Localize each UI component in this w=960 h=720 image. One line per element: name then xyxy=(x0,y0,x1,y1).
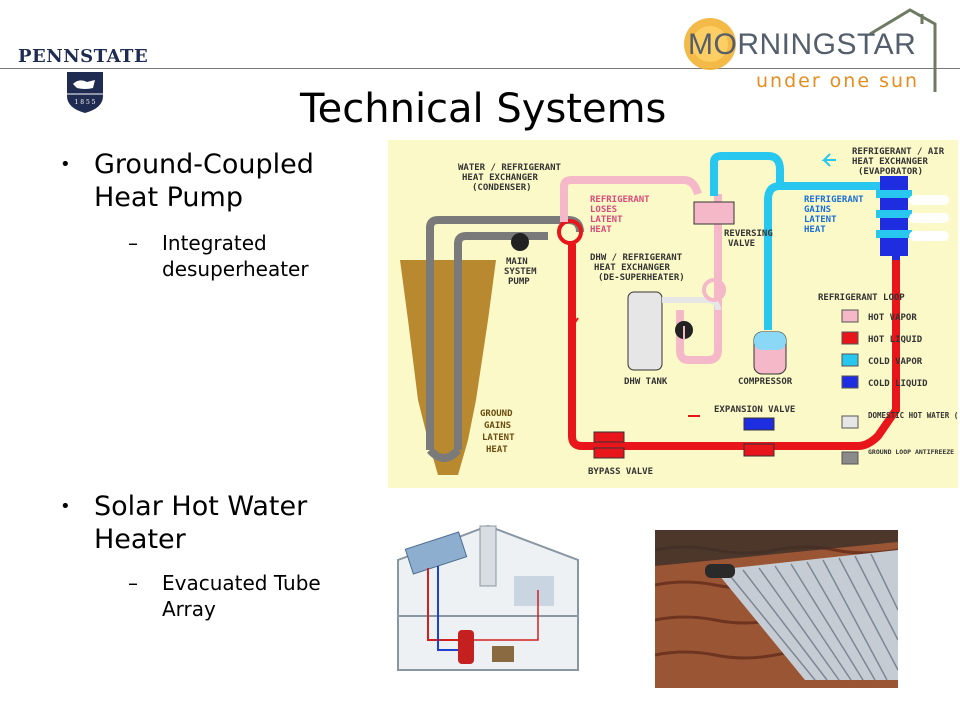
house-solar-illustration xyxy=(388,520,600,682)
gains-label: REFRIGERANT GAINS LATENT HEAT xyxy=(804,195,864,235)
svg-text:WATER / REFRIGERANT: WATER / REFRIGERANT xyxy=(458,163,562,173)
svg-text:LATENT: LATENT xyxy=(590,215,623,225)
evacuated-tube-array-image xyxy=(655,530,898,688)
reversing-valve-label: REVERSING VALVE xyxy=(724,229,773,249)
legend-item: GROUND LOOP ANTIFREEZE - WATER SOLN xyxy=(841,448,960,465)
compressor-label: COMPRESSOR xyxy=(738,377,793,387)
legend-item: COLD VAPOR xyxy=(841,353,923,367)
svg-text:HEAT EXCHANGER: HEAT EXCHANGER xyxy=(462,173,538,183)
morningstar-sun-house-icon xyxy=(684,8,937,92)
bullet-1-sub: Integrated desuperheater xyxy=(162,231,309,281)
svg-text:HEAT: HEAT xyxy=(486,445,508,455)
svg-text:LATENT: LATENT xyxy=(804,215,837,225)
heat-pump-diagram-svg: WATER / REFRIGERANT HEAT EXCHANGER (COND… xyxy=(400,147,960,477)
pump-label: MAIN SYSTEM PUMP xyxy=(504,257,537,287)
slide-title: Technical Systems xyxy=(300,86,667,132)
hot-vapor-pipe xyxy=(560,176,722,364)
svg-text:MAIN: MAIN xyxy=(506,257,528,267)
legend-item: COLD LIQUID xyxy=(841,375,928,389)
svg-text:REVERSING: REVERSING xyxy=(724,229,773,239)
morningstar-wordmark: MORNINGSTAR xyxy=(688,28,917,61)
ground-label: GROUND GAINS LATENT HEAT xyxy=(480,409,515,455)
morningstar-logo: MORNINGSTAR under one sun xyxy=(670,4,950,104)
svg-text:(CONDENSER): (CONDENSER) xyxy=(472,183,532,193)
svg-text:GROUND LOOP ANTIFREEZE - WATER: GROUND LOOP ANTIFREEZE - WATER SOLN xyxy=(868,448,958,456)
pennstate-shield-icon: 1 8 5 5 xyxy=(67,72,103,113)
svg-text:HOT LIQUID: HOT LIQUID xyxy=(868,335,923,345)
reversing-valve xyxy=(693,201,735,225)
loses-label: REFRIGERANT LOSES LATENT HEAT xyxy=(590,195,650,235)
svg-text:DHW / REFRIGERANT: DHW / REFRIGERANT xyxy=(590,253,683,263)
svg-text:HEAT: HEAT xyxy=(804,225,826,235)
diagram-legend: REFRIGERANT LOOP HOT VAPOR HOT LIQUID CO… xyxy=(818,293,960,465)
pump-icon xyxy=(511,233,529,251)
legend-item: HOT LIQUID xyxy=(841,331,923,345)
svg-text:REFRIGERANT / AIR: REFRIGERANT / AIR xyxy=(852,147,945,157)
legend-item: DOMESTIC HOT WATER (DHW) xyxy=(841,411,960,429)
condenser-coil xyxy=(557,219,583,245)
header-rule xyxy=(0,68,960,69)
svg-text:REFRIGERANT: REFRIGERANT xyxy=(590,195,650,205)
svg-text:COLD LIQUID: COLD LIQUID xyxy=(868,379,928,389)
morningstar-tagline: under one sun xyxy=(756,70,920,92)
legend-title: REFRIGERANT LOOP xyxy=(818,293,905,303)
bullet-dot: • xyxy=(60,154,71,175)
solar-collector xyxy=(404,531,468,575)
svg-text:COLD VAPOR: COLD VAPOR xyxy=(868,357,923,367)
bullet-1-text: Ground-Coupled Heat Pump xyxy=(94,149,314,213)
desuperheater-coil xyxy=(702,278,726,302)
svg-text:HOT VAPOR: HOT VAPOR xyxy=(868,313,917,323)
bullet-dot: • xyxy=(60,496,71,517)
cold-vapor-pipe xyxy=(710,152,888,330)
svg-text:HEAT: HEAT xyxy=(590,225,612,235)
dhw-tank-label: DHW TANK xyxy=(624,377,668,387)
evaporator-label: REFRIGERANT / AIR HEAT EXCHANGER (EVAPOR… xyxy=(852,147,945,177)
svg-text:DOMESTIC HOT WATER (DHW): DOMESTIC HOT WATER (DHW) xyxy=(868,411,958,420)
pennstate-year: 1 8 5 5 xyxy=(75,99,96,106)
svg-text:VALVE: VALVE xyxy=(728,239,755,249)
pennstate-wordmark: PENNSTATE xyxy=(18,46,149,67)
desuperheater-label: DHW / REFRIGERANT HEAT EXCHANGER (DE-SUP… xyxy=(590,253,685,283)
sub-dash: – xyxy=(128,231,138,255)
bypass-valve-label: BYPASS VALVE xyxy=(588,467,653,477)
bullet-2-sub: Evacuated Tube Array xyxy=(162,571,321,621)
svg-text:(EVAPORATOR): (EVAPORATOR) xyxy=(858,167,923,177)
svg-text:HEAT EXCHANGER: HEAT EXCHANGER xyxy=(852,157,928,167)
bypass-valve xyxy=(593,431,625,443)
ground-well xyxy=(400,260,496,475)
expansion-valve-label: EXPANSION VALVE xyxy=(714,405,795,415)
sub-dash: – xyxy=(128,571,138,595)
svg-text:LATENT: LATENT xyxy=(482,433,515,443)
expansion-valve xyxy=(743,417,775,431)
svg-text:LOSES: LOSES xyxy=(590,205,617,215)
dhw-tank xyxy=(627,291,663,371)
svg-text:REFRIGERANT: REFRIGERANT xyxy=(804,195,864,205)
heat-pump-diagram: WATER / REFRIGERANT HEAT EXCHANGER (COND… xyxy=(388,140,960,488)
roof-tube-array-photo xyxy=(655,530,898,688)
svg-text:GROUND: GROUND xyxy=(480,409,513,419)
bullet-2-text: Solar Hot Water Heater xyxy=(94,491,308,555)
svg-text:(DE-SUPERHEATER): (DE-SUPERHEATER) xyxy=(598,273,685,283)
legend-item: HOT VAPOR xyxy=(841,309,917,323)
svg-text:PUMP: PUMP xyxy=(508,277,530,287)
svg-text:GAINS: GAINS xyxy=(804,205,831,215)
house-cutaway-image xyxy=(397,524,579,671)
solar-tank xyxy=(458,630,474,664)
ground-loop-pipe xyxy=(454,232,548,450)
svg-text:SYSTEM: SYSTEM xyxy=(504,267,537,277)
svg-text:HEAT EXCHANGER: HEAT EXCHANGER xyxy=(594,263,670,273)
pennstate-logo: PENNSTATE 1 8 5 5 xyxy=(18,40,148,113)
hot-liquid-pipe xyxy=(568,244,900,450)
svg-text:GAINS: GAINS xyxy=(484,421,511,431)
condenser-label: WATER / REFRIGERANT HEAT EXCHANGER (COND… xyxy=(458,163,562,193)
